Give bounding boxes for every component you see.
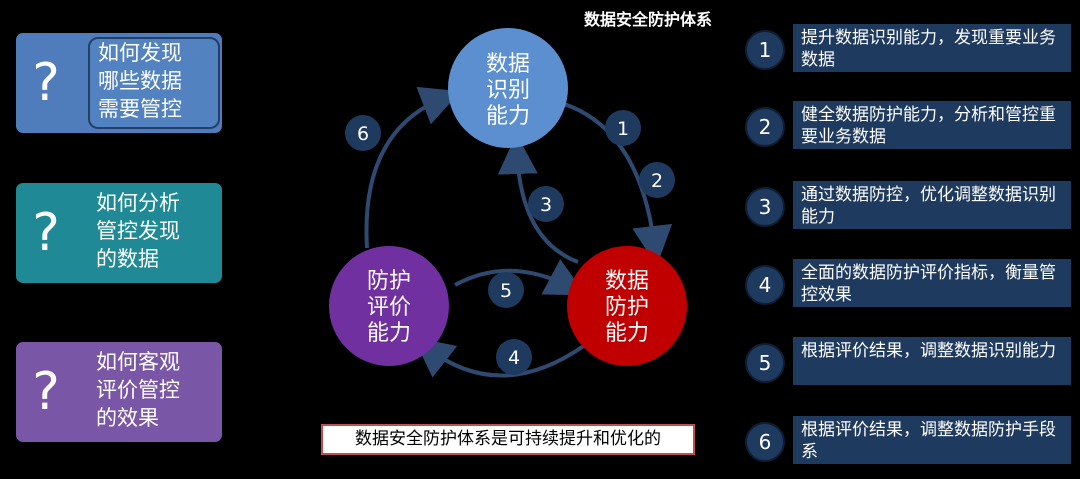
svg-text:4: 4 xyxy=(508,347,520,369)
svg-text:识别: 识别 xyxy=(486,78,530,103)
svg-text:能力: 能力 xyxy=(367,321,411,346)
svg-text:1: 1 xyxy=(617,118,629,140)
svg-text:2: 2 xyxy=(651,170,663,192)
svg-text:6: 6 xyxy=(357,123,369,145)
step-number: 5 xyxy=(745,343,785,383)
question-text: 如何客观 评价管控 的效果 xyxy=(96,350,180,430)
step-text: 根据评价结果，调整数据防护手段系 xyxy=(793,416,1071,464)
node-identify: 数据 识别 能力 xyxy=(448,28,568,148)
step-text: 健全数据防护能力，分析和管控重要业务数据 xyxy=(793,101,1071,149)
question-mark-icon: ? xyxy=(32,53,60,113)
step-number: 4 xyxy=(745,265,785,305)
step-number: 2 xyxy=(745,107,785,147)
cycle-label-2: 2 xyxy=(639,162,675,198)
step-row-1: 1 提升数据识别能力，发现重要业务数据 xyxy=(745,24,1073,72)
step-text: 提升数据识别能力，发现重要业务数据 xyxy=(793,24,1071,72)
question-card-evaluate: ? 如何客观 评价管控 的效果 xyxy=(16,342,222,442)
step-number: 3 xyxy=(745,187,785,227)
step-text: 通过数据防控，优化调整数据识别能力 xyxy=(793,181,1071,229)
svg-text:防护: 防护 xyxy=(367,269,411,294)
sustainability-note: 数据安全防护体系是可持续提升和优化的 xyxy=(321,424,695,455)
step-row-3: 3 通过数据防控，优化调整数据识别能力 xyxy=(745,181,1073,229)
node-protect: 数据 防护 能力 xyxy=(567,246,687,366)
svg-text:评价: 评价 xyxy=(367,295,411,320)
step-text: 根据评价结果，调整数据识别能力 xyxy=(793,337,1071,385)
svg-text:5: 5 xyxy=(500,280,512,302)
node-evaluate: 防护 评价 能力 xyxy=(329,246,449,366)
question-text: 如何分析 管控发现 的数据 xyxy=(96,191,180,271)
step-number: 1 xyxy=(745,30,785,70)
svg-text:能力: 能力 xyxy=(605,321,649,346)
step-row-5: 5 根据评价结果，调整数据识别能力 xyxy=(745,337,1073,385)
svg-text:数据: 数据 xyxy=(605,269,649,294)
question-text: 如何发现 哪些数据 需要管控 xyxy=(88,37,220,129)
step-row-6: 6 根据评价结果，调整数据防护手段系 xyxy=(745,416,1073,464)
svg-text:3: 3 xyxy=(540,194,552,216)
step-row-4: 4 全面的数据防护评价指标，衡量管控效果 xyxy=(745,259,1073,307)
arrow-3 xyxy=(497,134,579,264)
step-number: 6 xyxy=(745,422,785,462)
question-mark-icon: ? xyxy=(32,362,60,422)
arrow-6 xyxy=(364,86,461,249)
arrow-1 xyxy=(549,98,673,266)
question-card-analyze: ? 如何分析 管控发现 的数据 xyxy=(16,183,222,283)
svg-text:防护: 防护 xyxy=(605,295,649,320)
cycle-label-5: 5 xyxy=(488,272,524,308)
step-text: 全面的数据防护评价指标，衡量管控效果 xyxy=(793,259,1071,307)
svg-text:数据: 数据 xyxy=(486,52,530,77)
cycle-label-3: 3 xyxy=(528,186,564,222)
diagram-title: 数据安全防护体系 xyxy=(584,10,713,29)
cycle-label-4: 4 xyxy=(496,339,532,375)
arrow-4 xyxy=(413,337,587,378)
arrow-5 xyxy=(454,259,587,296)
svg-text:能力: 能力 xyxy=(486,104,530,129)
cycle-label-6: 6 xyxy=(345,115,381,151)
step-row-2: 2 健全数据防护能力，分析和管控重要业务数据 xyxy=(745,101,1073,149)
question-card-discover: ? 如何发现 哪些数据 需要管控 xyxy=(16,33,222,133)
cycle-label-1: 1 xyxy=(605,110,641,146)
question-mark-icon: ? xyxy=(32,203,60,263)
